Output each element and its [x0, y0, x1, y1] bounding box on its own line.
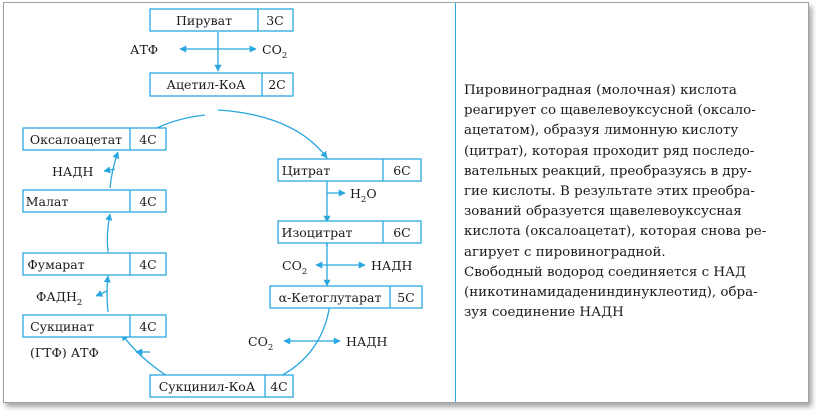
fumarate-carbons: 4C [139, 257, 157, 272]
ketoglutarate-carbons: 5C [397, 290, 415, 305]
gtf-atf-label: (ГТФ) АТФ [30, 345, 99, 360]
fumarate-label: Фумарат [27, 257, 84, 272]
box-succinyl-coa: Сукцинил-КоА 4C [149, 374, 294, 398]
desc-line: зуя соединение НАДН [464, 305, 624, 321]
arrow-nadh-malate [103, 166, 116, 174]
desc-line: (никотинамидадениндинуклеотид), обра- [464, 285, 758, 301]
atf-top-label: АТФ [130, 42, 158, 57]
arrow-to-malate [105, 213, 113, 253]
fadh-label: ФАДН2 [36, 289, 82, 308]
pyruvate-label: Пируват [176, 13, 232, 28]
acetyl-coa-label: Ацетил-КоА [167, 77, 247, 92]
desc-line: гие кислоты. В результате этих преобра- [464, 184, 755, 200]
desc-line: кислота (оксалоацетат), которая снова ре… [464, 224, 767, 240]
co2-keto-label: CO2 [248, 334, 273, 353]
acetyl-coa-carbons: 2C [268, 77, 286, 92]
nadh-keto-label: НАДН [346, 334, 388, 349]
isocitrate-label: Изоцитрат [282, 225, 353, 240]
citrate-label: Цитрат [282, 163, 331, 178]
box-isocitrate: Изоцитрат 6C [277, 220, 422, 244]
co2-top-label: CO2 [262, 42, 287, 61]
box-ketoglutarate: α-Кетоглутарат 5C [269, 285, 423, 309]
desc-line: зований образуется щавелевоуксусная [464, 204, 742, 220]
desc-line: Пировиноградная (молочная) кислота [464, 83, 737, 98]
krebs-cycle-diagram: Пируват 3C Ацетил-КоА 2C Оксалоацетат 4C… [22, 8, 423, 398]
box-succinate: Сукцинат 4C [22, 314, 167, 338]
arrow-to-citrate [217, 109, 328, 159]
description-paragraph-2: Свободный водород соединяется с НАД (ник… [464, 263, 800, 324]
ketoglutarate-label: α-Кетоглутарат [279, 290, 382, 305]
box-acetyl-coa: Ацетил-КоА 2C [149, 72, 294, 97]
pyruvate-carbons: 3C [266, 13, 284, 28]
side-products: АТФ CO2 НАДН H2O CO2 НАДН ФАДН2 CO2 НАДН… [30, 42, 413, 360]
citrate-carbons: 6C [393, 163, 411, 178]
box-citrate: Цитрат 6C [277, 158, 422, 182]
cycle-arrows [103, 109, 331, 384]
succinate-carbons: 4C [139, 319, 157, 334]
desc-line: ацетатом), образуя лимонную кислоту [464, 123, 739, 139]
succinyl-coa-label: Сукцинил-КоА [159, 379, 256, 394]
box-fumarate: Фумарат 4C [22, 252, 167, 276]
arrow-to-fumarate [103, 275, 111, 313]
nadh-iso-label: НАДН [371, 258, 413, 273]
connectors [95, 32, 366, 356]
isocitrate-carbons: 6C [393, 225, 411, 240]
malate-label: Малат [26, 194, 69, 209]
desc-line: агирует с пировиноградной. [464, 244, 666, 260]
co2-iso-label: CO2 [282, 258, 307, 277]
arrow-fadh [95, 290, 108, 297]
description-text: Пировиноградная (молочная) кислота реаги… [464, 81, 800, 323]
desc-line: (цитрат), которая проходит ряд последо- [464, 143, 755, 159]
desc-line: вательных реакций, преобразуясь в дру- [464, 163, 752, 179]
oxaloacetate-label: Оксалоацетат [30, 132, 122, 147]
box-malate: Малат 4C [22, 189, 167, 213]
h2o-label: H2O [350, 186, 377, 205]
nadh-malate-label: НАДН [52, 164, 94, 179]
box-oxaloacetate: Оксалоацетат 4C [22, 127, 167, 151]
succinyl-coa-carbons: 4C [270, 379, 288, 394]
desc-line: Свободный водород соединяется с НАД [464, 264, 747, 280]
arrow-to-succinyl-coa [267, 303, 331, 383]
malate-carbons: 4C [139, 194, 157, 209]
succinate-label: Сукцинат [30, 319, 94, 334]
desc-line: реагирует со щавелевоуксусной (оксало- [464, 103, 756, 119]
description-paragraph-1: Пировиноградная (молочная) кислота реаги… [464, 81, 800, 263]
column-separator [455, 3, 456, 402]
box-pyruvate: Пируват 3C [149, 8, 294, 32]
oxaloacetate-carbons: 4C [139, 132, 157, 147]
